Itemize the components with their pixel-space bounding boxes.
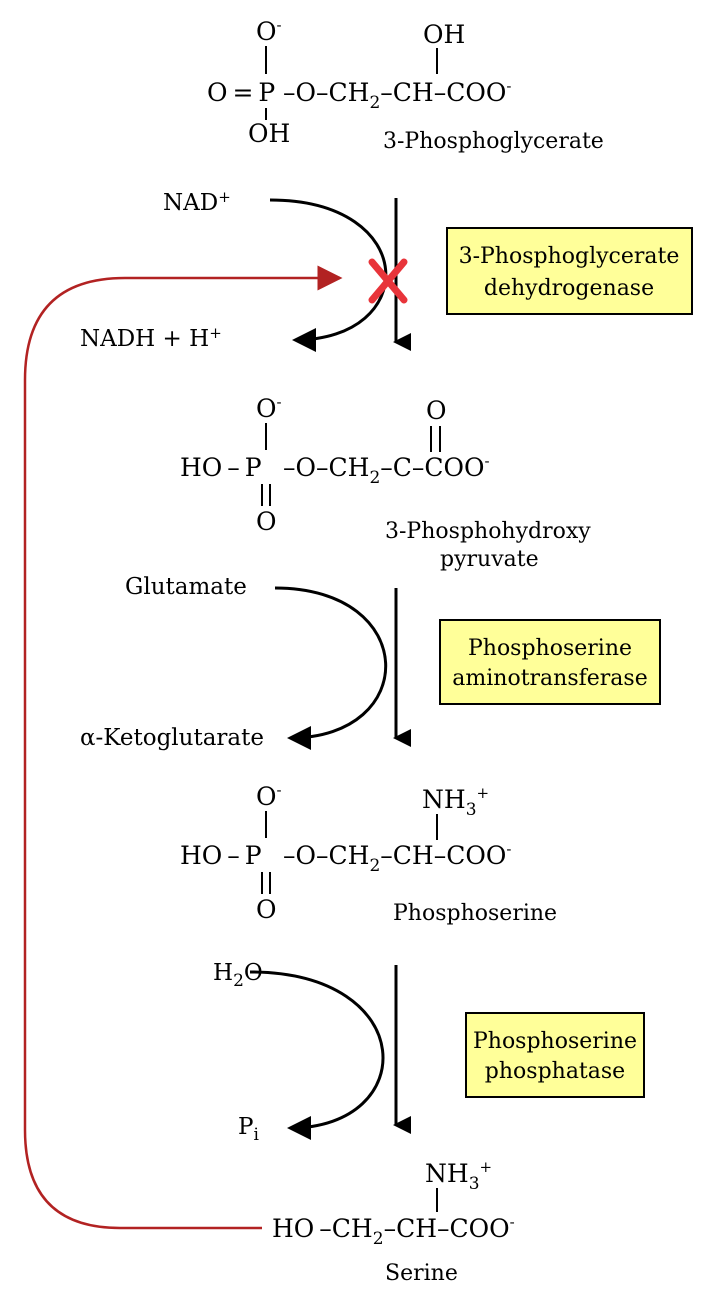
charge-minus: - xyxy=(485,452,490,470)
charge-minus: - xyxy=(277,393,282,411)
cosubstrate-curve-arrow xyxy=(249,970,385,1140)
enzyme-box: Phosphoserine phosphatase xyxy=(465,1012,645,1098)
svg-text:NAD+: NAD+ xyxy=(163,188,231,216)
compound-name: Phosphoserine xyxy=(393,901,557,926)
svg-text:HO –CH2–CH–COO-: HO –CH2–CH–COO- xyxy=(272,1213,515,1249)
cosubstrate-nad: NAD xyxy=(163,190,218,216)
hydroxy-p: HO – P xyxy=(180,841,262,870)
svg-text:–O–CH2–CH–COO-: –O–CH2–CH–COO- xyxy=(283,77,511,113)
phosphate-oh: OH xyxy=(248,119,290,148)
ester-chain: –O–CH xyxy=(283,453,369,482)
enzyme-name-line1: 3-Phosphoglycerate xyxy=(459,244,680,269)
ch2-subscript: 2 xyxy=(369,468,380,488)
compound-3-phosphohydroxypyruvate: O- HO – P –O–CH2–C–COO- O O 3-Phosphohyd… xyxy=(180,393,591,572)
ch2-subscript: 2 xyxy=(373,1229,384,1249)
enzyme-name-line2: aminotransferase xyxy=(452,666,647,691)
cosubstrate-curve-arrow xyxy=(269,198,388,352)
cosubstrate-curve-arrow xyxy=(274,586,388,750)
keto-oxygen: O xyxy=(426,396,447,425)
svg-text:H2O: H2O xyxy=(213,960,263,991)
enzyme-name-line2: dehydrogenase xyxy=(484,276,654,301)
charge-minus: - xyxy=(506,77,511,95)
water-o: O xyxy=(244,960,263,986)
ch-carboxylate: –CH–COO xyxy=(380,78,506,107)
plus-sign: + xyxy=(218,188,231,206)
cosubstrate-water-h: H xyxy=(213,960,233,986)
phosphate-o-minus: O xyxy=(256,782,277,811)
compound-phosphoserine: O- HO – P –O–CH2–CH–COO- O NH3+ Phosphos… xyxy=(180,781,557,926)
amino-nh: NH xyxy=(422,785,466,814)
compound-name: 3-Phosphoglycerate xyxy=(383,129,604,154)
product-alpha-ketoglutarate: α-Ketoglutarate xyxy=(80,725,264,751)
svg-text:O-: O- xyxy=(256,781,282,811)
o-double-bond-p: O = P xyxy=(207,78,275,107)
reaction-step-2: Glutamate α-Ketoglutarate Phosphoserine … xyxy=(80,574,661,751)
svg-text:O-: O- xyxy=(256,393,282,423)
charge-minus: - xyxy=(506,840,511,858)
phosphate-o-minus: O xyxy=(256,394,277,423)
hydroxy-p: HO – P xyxy=(180,453,262,482)
product-phosphate: P xyxy=(238,1114,253,1140)
inhibition-cross-icon xyxy=(368,258,408,304)
reaction-step-1: NAD+ NADH + H+ 3-Phosphoglycerate dehydr… xyxy=(80,188,693,352)
plus-sign: + xyxy=(477,784,490,802)
phosphate-o-minus: O xyxy=(256,17,277,46)
ch-carboxylate: –CH–COO xyxy=(380,841,506,870)
svg-text:Pi: Pi xyxy=(238,1114,259,1145)
hydroxyl-substituent: OH xyxy=(423,20,465,49)
enzyme-name-line2: phosphatase xyxy=(485,1059,625,1084)
svg-text:–O–CH2–CH–COO-: –O–CH2–CH–COO- xyxy=(283,840,511,876)
enzyme-name-line1: Phosphoserine xyxy=(468,636,632,661)
ch-carboxylate: –CH–COO xyxy=(384,1214,510,1243)
enzyme-box: Phosphoserine aminotransferase xyxy=(439,619,661,705)
svg-text:NH3+: NH3+ xyxy=(425,1158,492,1194)
product-nadh: NADH + H xyxy=(80,326,209,352)
enzyme-name-line1: Phosphoserine xyxy=(473,1029,637,1054)
nh3-subscript: 3 xyxy=(466,800,477,820)
compound-serine: NH3+ HO –CH2–CH–COO- Serine xyxy=(272,1158,515,1286)
feedback-inhibition-arrow xyxy=(23,265,343,1230)
svg-text:NADH + H+: NADH + H+ xyxy=(80,324,222,352)
ester-chain: –O–CH xyxy=(283,78,369,107)
ester-chain: –O–CH xyxy=(283,841,369,870)
enzyme-box-background xyxy=(439,619,661,705)
cosubstrate-glutamate: Glutamate xyxy=(125,574,247,600)
nh3-subscript: 3 xyxy=(469,1174,480,1194)
ch2-subscript: 2 xyxy=(369,856,380,876)
charge-minus: - xyxy=(510,1213,515,1231)
compound-name-line2: pyruvate xyxy=(440,547,539,572)
charge-minus: - xyxy=(277,781,282,799)
svg-text:O-: O- xyxy=(256,16,282,46)
phosphate-o-double: O xyxy=(256,895,277,924)
svg-text:–O–CH2–C–COO-: –O–CH2–C–COO- xyxy=(283,452,490,488)
keto-carboxylate: –C–COO xyxy=(380,453,484,482)
phosphate-o-double: O xyxy=(256,507,277,536)
plus-sign: + xyxy=(209,324,222,342)
enzyme-box-background xyxy=(446,227,693,315)
enzyme-box-background xyxy=(465,1012,645,1098)
reaction-step-3: H2O Pi Phosphoserine phosphatase xyxy=(213,960,645,1145)
charge-minus: - xyxy=(277,16,282,34)
compound-name-line1: 3-Phosphohydroxy xyxy=(385,519,591,544)
svg-text:NH3+: NH3+ xyxy=(422,784,489,820)
pi-subscript: i xyxy=(253,1125,259,1145)
compound-name: Serine xyxy=(385,1261,458,1286)
ch2-subscript: 2 xyxy=(369,93,380,113)
plus-sign: + xyxy=(480,1158,493,1176)
amino-nh: NH xyxy=(425,1159,469,1188)
compound-3-phosphoglycerate: O- O = P –O–CH2–CH–COO- OH OH 3-Phosphog… xyxy=(207,16,604,154)
water-subscript: 2 xyxy=(233,971,244,991)
hydroxy-ch: HO –CH xyxy=(272,1214,373,1243)
enzyme-box: 3-Phosphoglycerate dehydrogenase xyxy=(446,227,693,315)
